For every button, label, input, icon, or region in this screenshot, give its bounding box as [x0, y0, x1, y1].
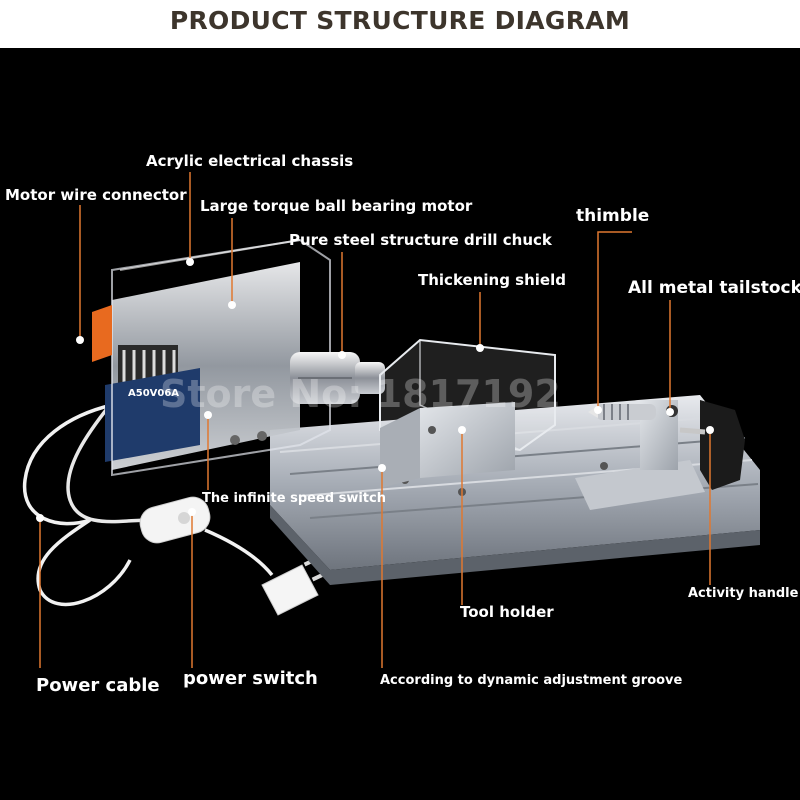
label-motor: Large torque ball bearing motor: [200, 197, 473, 215]
label-activity-handle: Activity handle: [688, 586, 799, 601]
label-adjustment-groove: According to dynamic adjustment groove: [380, 673, 683, 688]
label-thickening-shield: Thickening shield: [418, 271, 566, 289]
diagram-title: PRODUCT STRUCTURE DIAGRAM: [169, 6, 631, 35]
tool-holder-drawing: [380, 402, 515, 488]
drill-chuck-drawing: [290, 352, 385, 404]
label-tool-holder: Tool holder: [460, 603, 554, 621]
leader-thimble: [597, 231, 632, 410]
power-cable-drawing: [22, 403, 274, 607]
leader-dots: [36, 258, 714, 522]
label-speed-switch: The infinite speed switch: [202, 491, 386, 506]
label-motor-wire-connector: Motor wire connector: [5, 186, 187, 204]
label-power-switch: power switch: [183, 668, 318, 689]
label-power-cable: Power cable: [36, 675, 160, 696]
motor-drawing: [92, 238, 331, 477]
label-tailstock: All metal tailstock: [628, 278, 800, 298]
leader-lines: [39, 172, 711, 668]
tailstock-drawing: [575, 400, 745, 510]
label-drill-chuck: Pure steel structure drill chuck: [289, 231, 552, 249]
label-thimble: thimble: [576, 206, 650, 226]
nameplate-text: A50V06A: [128, 388, 180, 399]
label-acrylic-chassis: Acrylic electrical chassis: [146, 152, 354, 170]
header-bar: PRODUCT STRUCTURE DIAGRAM: [0, 0, 800, 48]
watermark: Store No: 1817192: [160, 372, 561, 416]
